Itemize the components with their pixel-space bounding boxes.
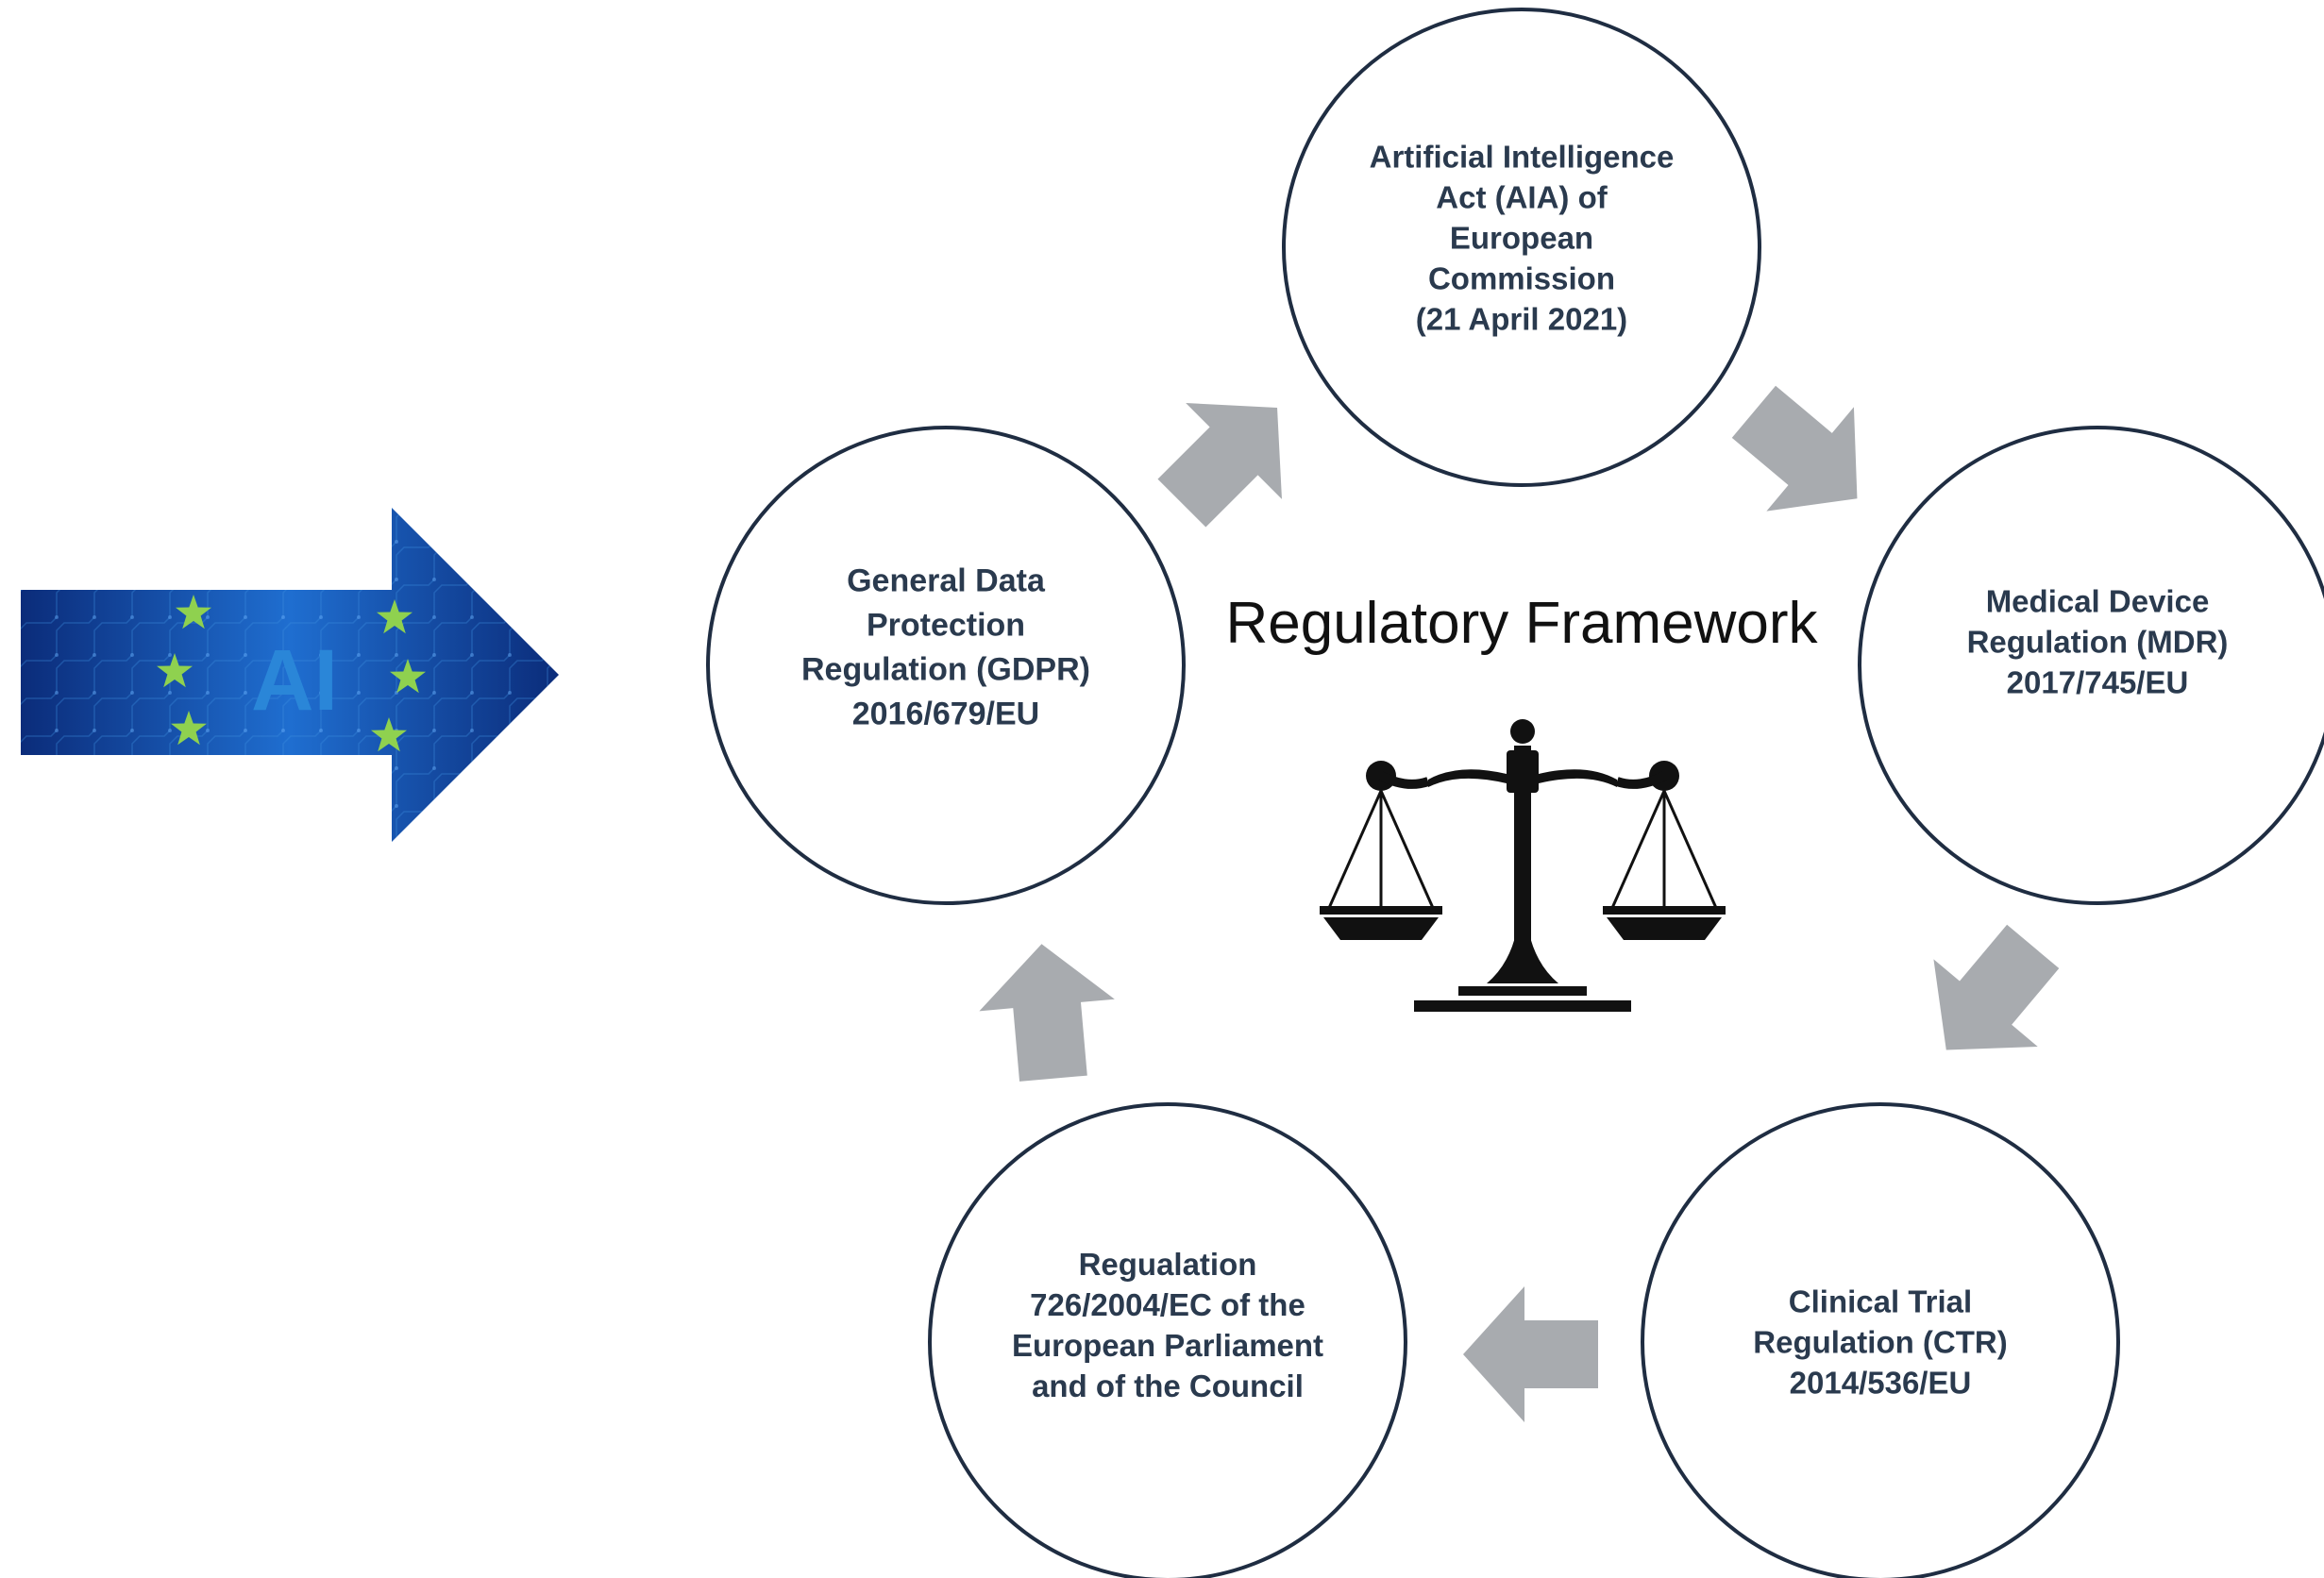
- node-label-line: Artificial Intelligence: [1370, 140, 1675, 175]
- eu-ai-arrow-icon: AI: [21, 508, 559, 842]
- node-label-line: Clinical Trial: [1789, 1284, 1972, 1319]
- node-label-line: Protection: [867, 607, 1025, 643]
- node-label-line: Regulation (CTR): [1753, 1325, 2007, 1360]
- eu-star-icon: [371, 717, 407, 752]
- node-label-line: and of the Council: [1032, 1368, 1304, 1403]
- node-label-line: Commission: [1428, 261, 1615, 296]
- node-circle: [1282, 8, 1761, 487]
- ai-badge-text: AI: [251, 632, 338, 729]
- node-label-line: General Data: [847, 562, 1046, 598]
- node-label-line: 2014/536/EU: [1790, 1366, 1972, 1401]
- node-circle: [706, 426, 1186, 905]
- cycle-arrows: [979, 385, 2060, 1422]
- node-label-line: Regulation (MDR): [1967, 625, 2229, 660]
- node-label-line: Act (AIA) of: [1436, 180, 1608, 215]
- node-circle: [1858, 426, 2324, 905]
- node-circle: [928, 1102, 1407, 1578]
- eu-star-icon: [390, 659, 426, 694]
- node-circle: [1641, 1102, 2120, 1578]
- arrow-mdr-to-ctr-icon: [1933, 924, 2060, 1050]
- scales-of-justice-icon: [1320, 719, 1726, 1012]
- diagram-title: Regulatory Framework: [1225, 591, 1818, 656]
- eu-star-icon: [377, 599, 413, 634]
- node-label-line: (21 April 2021): [1416, 302, 1627, 337]
- eu-star-icon: [171, 711, 207, 746]
- node-label-line: 726/2004/EC of the: [1030, 1287, 1305, 1322]
- eu-stars: [157, 595, 426, 752]
- arrow-reg726-to-gdpr-icon: [979, 944, 1115, 1082]
- arrow-gdpr-to-aia-icon: [1157, 403, 1282, 528]
- arrow-aia-to-mdr-icon: [1731, 385, 1858, 512]
- node-label-line: 2017/745/EU: [2007, 665, 2189, 700]
- node-label-line: Regulation (GDPR): [801, 651, 1090, 687]
- node-label-line: European Parliament: [1012, 1328, 1323, 1363]
- eu-star-icon: [157, 653, 193, 688]
- eu-star-icon: [176, 595, 211, 630]
- node-label-line: Medical Device: [1986, 584, 2210, 619]
- node-label-line: European: [1450, 221, 1593, 256]
- node-label-line: Regualation: [1079, 1247, 1257, 1282]
- arrow-ctr-to-reg726-icon: [1463, 1286, 1598, 1422]
- node-label-line: 2016/679/EU: [852, 696, 1040, 731]
